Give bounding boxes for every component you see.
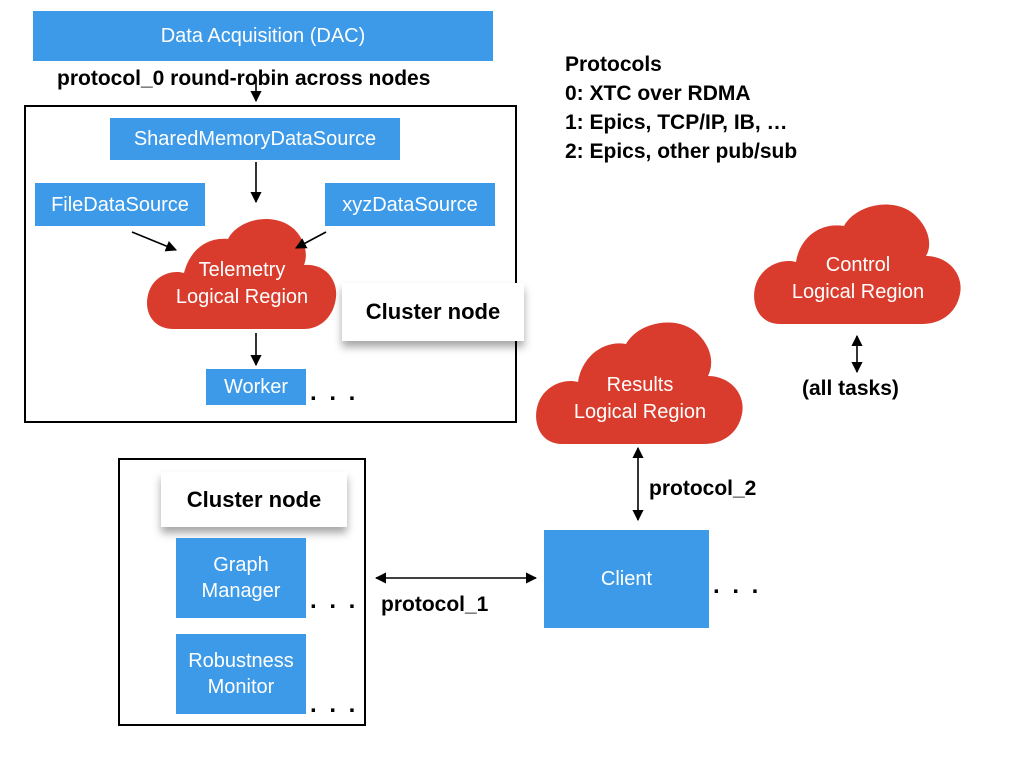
- graph-manager-line1: Graph: [213, 554, 269, 576]
- protocol2-label: protocol_2: [649, 477, 757, 500]
- results-cloud-line1: Results: [606, 374, 674, 396]
- top-cluster-node-card: Cluster node: [342, 283, 524, 341]
- protocol0-label: protocol_0 round-robin across nodes: [57, 67, 431, 90]
- protocol-item-0: 0: XTC over RDMA: [565, 82, 751, 105]
- control-cloud-line1: Control: [825, 254, 891, 276]
- bottom-cluster-node-card: Cluster node: [161, 472, 347, 527]
- robustness-monitor-line1: Robustness: [188, 650, 294, 672]
- worker-box: Worker: [206, 369, 306, 405]
- robustness-monitor-box: Robustness Monitor: [176, 634, 306, 714]
- top-cluster-node-label: Cluster node: [365, 299, 501, 324]
- control-cloud-shape: [754, 204, 961, 324]
- protocols-legend: Protocols 0: XTC over RDMA 1: Epics, TCP…: [565, 50, 797, 166]
- all-tasks-label: (all tasks): [802, 377, 899, 400]
- results-cloud-line2: Logical Region: [573, 401, 707, 423]
- dac-box: Data Acquisition (DAC): [33, 11, 493, 61]
- telemetry-cloud-line1: Telemetry: [198, 259, 286, 281]
- bottom-cluster-frame: [118, 458, 366, 726]
- control-cloud-line2: Logical Region: [791, 281, 925, 303]
- shared-memory-data-source-box: SharedMemoryDataSource: [110, 118, 400, 160]
- graph-manager-dots: . . .: [310, 587, 359, 614]
- bottom-cluster-node-label: Cluster node: [186, 486, 322, 512]
- robustness-monitor-dots: . . .: [310, 691, 359, 718]
- results-cloud: Results Logical Region: [534, 318, 746, 448]
- top-cluster-frame: [24, 105, 517, 423]
- xyz-data-source-box: xyzDataSource: [325, 183, 495, 226]
- file-data-source-box: FileDataSource: [35, 183, 205, 226]
- telemetry-cloud-shape: [147, 218, 337, 329]
- results-cloud-shape: [536, 322, 743, 444]
- telemetry-cloud-line2: Logical Region: [175, 286, 309, 308]
- graph-manager-line2: Manager: [201, 580, 281, 602]
- protocols-title: Protocols: [565, 53, 662, 76]
- worker-dots: . . .: [310, 379, 359, 406]
- protocol-item-1: 1: Epics, TCP/IP, IB, …: [565, 111, 788, 134]
- client-dots: . . .: [713, 572, 762, 599]
- control-cloud: Control Logical Region: [752, 200, 964, 328]
- graph-manager-box: Graph Manager: [176, 538, 306, 618]
- client-label: Client: [600, 568, 653, 590]
- client-box: Client: [544, 530, 709, 628]
- file-source-label: FileDataSource: [51, 193, 189, 216]
- protocol1-label: protocol_1: [381, 593, 489, 616]
- xyz-source-label: xyzDataSource: [342, 193, 478, 216]
- worker-label: Worker: [223, 376, 289, 398]
- shared-memory-label: SharedMemoryDataSource: [133, 128, 377, 150]
- dac-label: Data Acquisition (DAC): [160, 25, 366, 47]
- xyz-source-to-telemetry-arrow: [295, 231, 327, 249]
- telemetry-cloud: Telemetry Logical Region: [144, 215, 340, 333]
- protocol-item-2: 2: Epics, other pub/sub: [565, 140, 798, 163]
- robustness-monitor-line2: Monitor: [207, 676, 275, 698]
- file-source-to-telemetry-arrow: [131, 231, 178, 252]
